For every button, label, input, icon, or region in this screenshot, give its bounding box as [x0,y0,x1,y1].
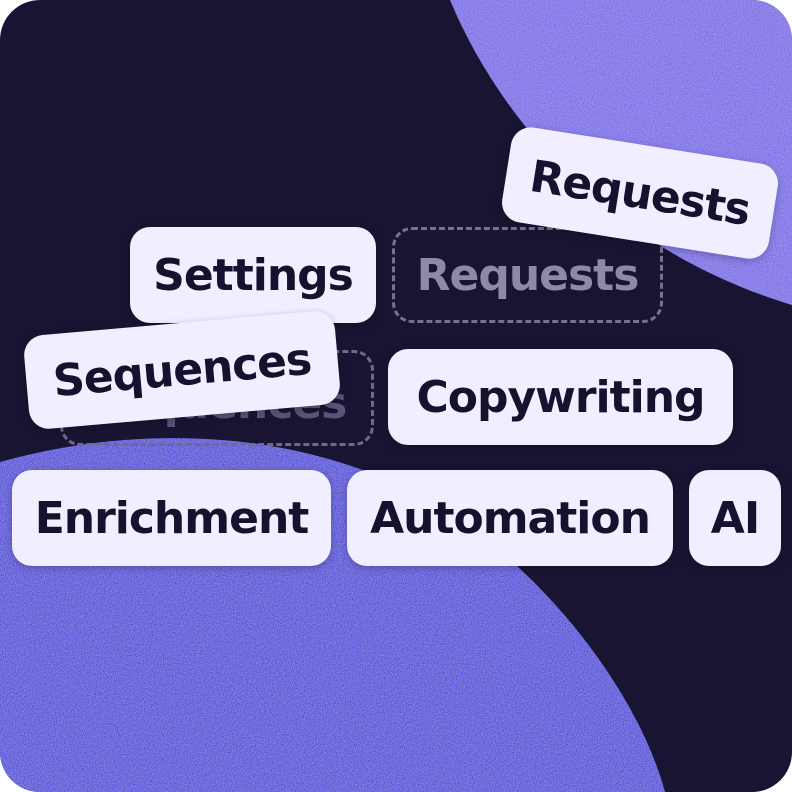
chip-settings[interactable]: Settings [130,227,376,323]
chip-enrichment[interactable]: Enrichment [12,470,331,566]
chip-ai[interactable]: AI [689,470,781,566]
chip-automation[interactable]: Automation [347,470,673,566]
chip-requests-ghost: Requests [392,227,663,323]
chip-copywriting[interactable]: Copywriting [388,349,733,445]
